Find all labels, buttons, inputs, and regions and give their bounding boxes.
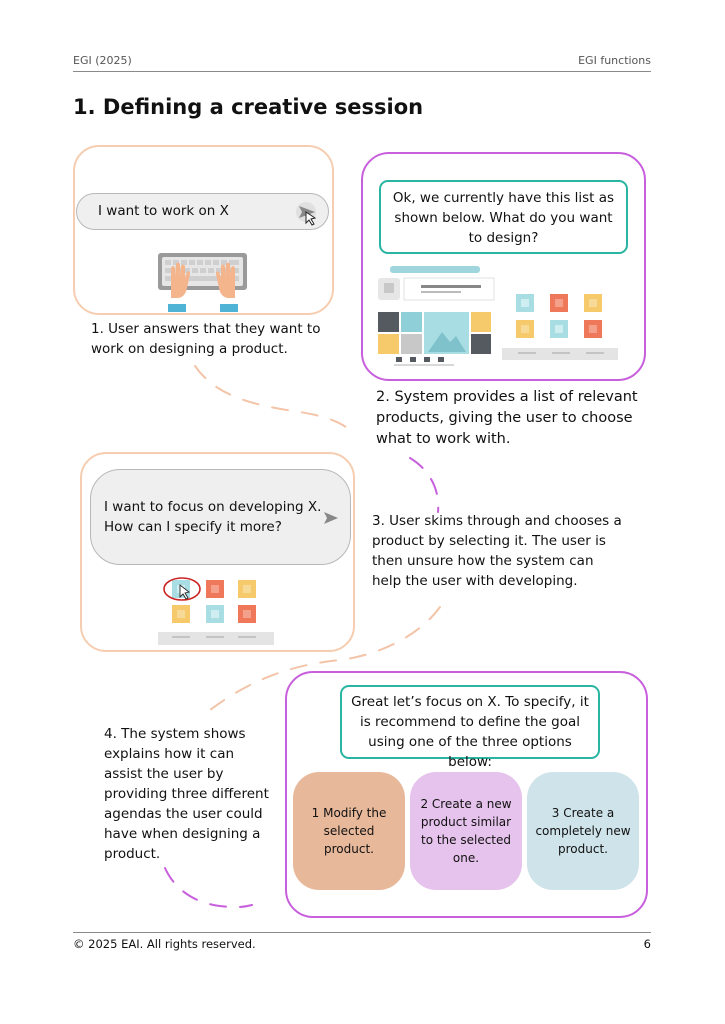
footer-divider <box>73 932 651 933</box>
header-right: EGI functions <box>578 54 651 67</box>
send-icon[interactable] <box>291 202 321 226</box>
step4-caption: 4. The system shows explains how it can … <box>104 726 269 862</box>
page-title: 1. Defining a creative session <box>73 95 424 119</box>
step2-caption: 2. System provides a list of relevant pr… <box>376 389 638 447</box>
step4-panel <box>285 671 648 918</box>
product-list-illustration <box>378 266 618 366</box>
send-icon[interactable] <box>323 511 339 525</box>
step1-chat-input[interactable] <box>76 193 329 230</box>
step1-input-text: I want to work on X <box>98 203 229 219</box>
step3-caption: 3. User skims through and chooses a prod… <box>372 513 622 589</box>
header-left: EGI (2025) <box>73 54 132 67</box>
step1-caption: 1. User answers that they want to work o… <box>91 321 321 357</box>
step1-panel <box>73 145 334 315</box>
product-selection-illustration <box>158 577 274 645</box>
option-create-similar[interactable]: 2 Create a new product similar to the se… <box>410 772 522 890</box>
step3-panel <box>80 452 355 652</box>
footer-copyright: © 2025 EAI. All rights reserved. <box>73 937 256 951</box>
step3-input-text: I want to focus on developing X. How can… <box>104 499 322 535</box>
step2-system-bubble: Ok, we currently have this list as shown… <box>379 180 628 254</box>
option-create-new[interactable]: 3 Create a completely new product. <box>527 772 639 890</box>
step3-chat-input[interactable] <box>90 469 351 565</box>
keyboard-icon <box>158 253 247 312</box>
page-number: 6 <box>643 937 651 951</box>
step4-system-bubble: Great let’s focus on X. To specify, it i… <box>340 685 600 770</box>
option-modify-selected[interactable]: 1 Modify the selected product. <box>293 772 405 890</box>
step2-panel <box>361 152 646 381</box>
header-divider <box>73 71 651 72</box>
